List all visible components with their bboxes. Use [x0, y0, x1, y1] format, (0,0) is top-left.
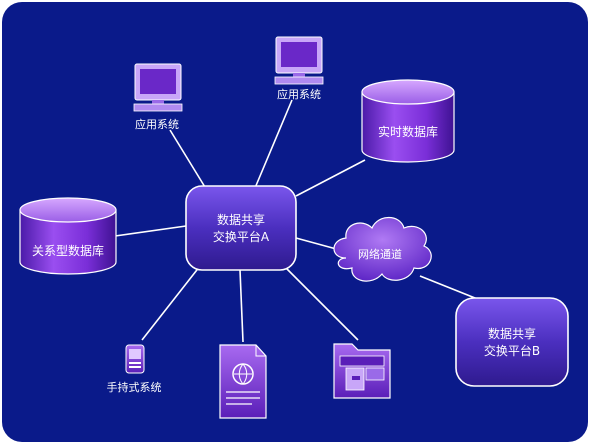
app-system-top[interactable]: 应用系统: [274, 36, 324, 101]
connector-hub-to-app-left: [169, 129, 209, 193]
realtime-db-label: 实时数据库: [378, 124, 438, 139]
handheld-label: 手持式系统: [107, 380, 162, 394]
connector-hub-to-handheld: [141, 265, 201, 341]
network-cloud[interactable]: 网络通道: [333, 216, 432, 282]
relational-database[interactable]: 关系型数据库: [19, 197, 117, 275]
cloud-icon: [333, 216, 432, 282]
relational-db-label: 关系型数据库: [32, 243, 104, 258]
connector-network-to-platform-b: [419, 275, 481, 301]
connector-hub-to-app-top: [254, 99, 293, 189]
platform-b-node[interactable]: 数据共享 交换平台B: [455, 297, 569, 387]
app-left-label: 应用系统: [135, 117, 179, 131]
connector-hub-to-document: [239, 269, 244, 343]
web-document-icon: [219, 344, 267, 419]
computer-icon: [133, 63, 183, 112]
platform-b-label-line1: 数据共享: [488, 326, 536, 341]
computer-icon: [274, 36, 324, 85]
platform-b-label-line2: 交换平台B: [484, 343, 540, 358]
web-document[interactable]: [219, 344, 267, 419]
app-system-left[interactable]: 应用系统: [133, 63, 183, 131]
handheld-device-icon: [125, 344, 145, 374]
database-cylinder-icon: [19, 197, 117, 275]
hub-label-line1: 数据共享: [217, 212, 265, 227]
hub-label-line2: 交换平台A: [213, 229, 270, 244]
realtime-database[interactable]: 实时数据库: [361, 79, 455, 163]
connector-hub-to-network: [295, 237, 341, 251]
database-cylinder-icon: [361, 79, 455, 163]
app-top-label: 应用系统: [277, 87, 321, 101]
file-folder-icon: [333, 343, 391, 399]
network-label: 网络通道: [358, 247, 402, 261]
handheld-system[interactable]: 手持式系统: [107, 344, 162, 394]
connector-lines: [114, 99, 481, 343]
file-folder[interactable]: [333, 343, 391, 399]
connector-hub-to-folder: [285, 267, 359, 341]
connector-hub-to-relational-db: [114, 225, 187, 237]
connector-hub-to-realtime-db: [295, 159, 366, 197]
hub-node-a[interactable]: 数据共享 交换平台A: [185, 185, 297, 271]
